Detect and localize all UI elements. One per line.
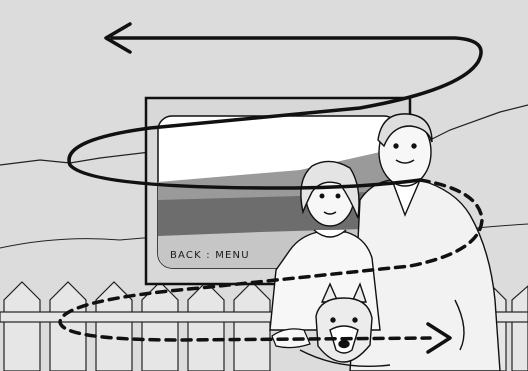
back-menu-label: BACK : MENU	[170, 250, 250, 261]
